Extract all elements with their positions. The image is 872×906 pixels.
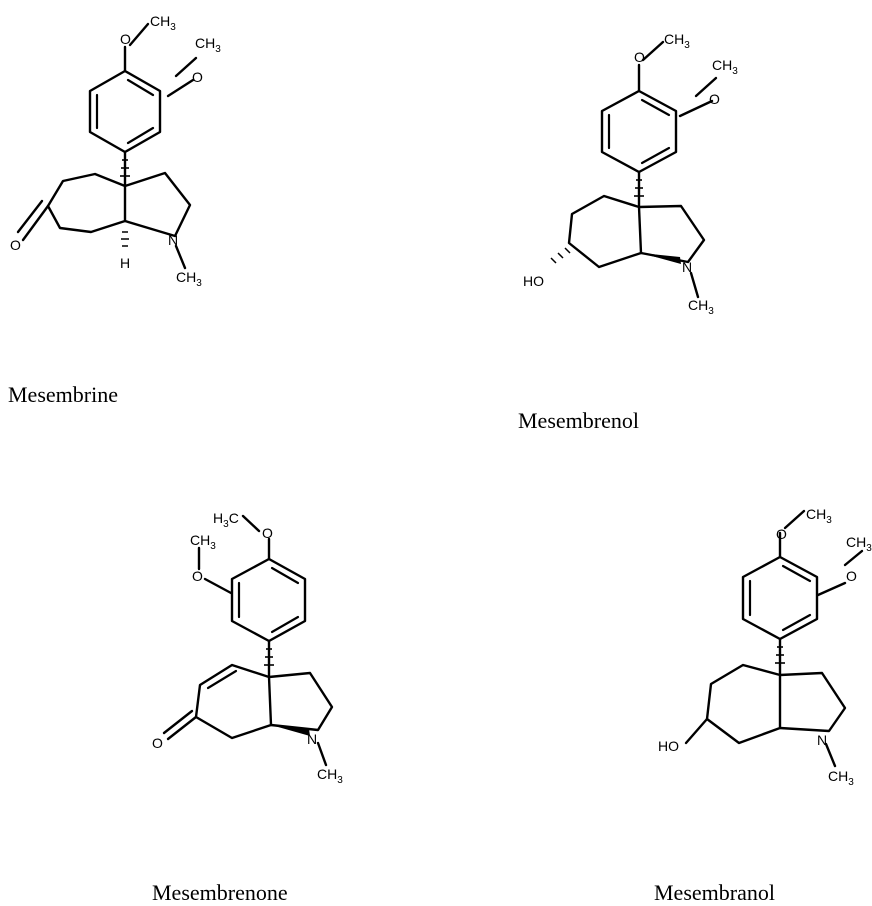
atom-label-o: O xyxy=(709,91,720,107)
atom-label-o: O xyxy=(192,568,203,584)
molecule-name-mesembrine: Mesembrine xyxy=(8,382,118,407)
atom-label-h: H xyxy=(120,255,130,271)
atom-label-ch3: CH3 xyxy=(806,506,832,526)
atom-label-o: O xyxy=(776,526,787,542)
atom-label-h3c: H3C xyxy=(213,510,239,530)
atom-label-o: O xyxy=(120,31,131,47)
atom-label-n: N xyxy=(168,232,178,248)
atom-label-ch3: CH3 xyxy=(176,269,202,289)
atom-label-o: O xyxy=(10,237,21,253)
mesembrenone-structure: H3C O CH3 O O N CH3 xyxy=(152,510,343,786)
atom-label-n: N xyxy=(307,731,317,747)
atom-label-ho: HO xyxy=(523,273,544,289)
molecule-name-mesembrenol: Mesembrenol xyxy=(518,408,639,433)
atom-label-ch3: CH3 xyxy=(190,532,216,552)
stereo-hash-bond xyxy=(120,150,130,188)
atom-label-ch3: CH3 xyxy=(688,297,714,317)
atom-label-ch3: CH3 xyxy=(712,57,738,77)
atom-label-ch3: CH3 xyxy=(150,13,176,33)
atom-label-ch3: CH3 xyxy=(846,534,872,554)
atom-label-n: N xyxy=(817,732,827,748)
atom-label-ch3: CH3 xyxy=(317,766,343,786)
atom-label-ho: HO xyxy=(658,738,679,754)
molecule-name-mesembranol: Mesembranol xyxy=(654,880,775,905)
mesembrine-structure: O CH3 O CH3 O N CH3 H xyxy=(10,13,221,289)
atom-label-o: O xyxy=(634,49,645,65)
atom-label-o: O xyxy=(846,568,857,584)
mesembranol-structure: O CH3 O CH3 HO N CH3 xyxy=(658,506,872,788)
atom-label-ch3: CH3 xyxy=(828,768,854,788)
atom-label-o: O xyxy=(152,735,163,751)
atom-label-ch3: CH3 xyxy=(664,31,690,51)
molecule-name-mesembrenone: Mesembrenone xyxy=(152,880,288,905)
atom-label-o: O xyxy=(262,525,273,541)
atom-label-o: O xyxy=(192,69,203,85)
atom-label-n: N xyxy=(682,259,692,275)
mesembrenol-structure: O CH3 O CH3 HO N CH3 xyxy=(523,31,738,317)
atom-label-ch3: CH3 xyxy=(195,35,221,55)
